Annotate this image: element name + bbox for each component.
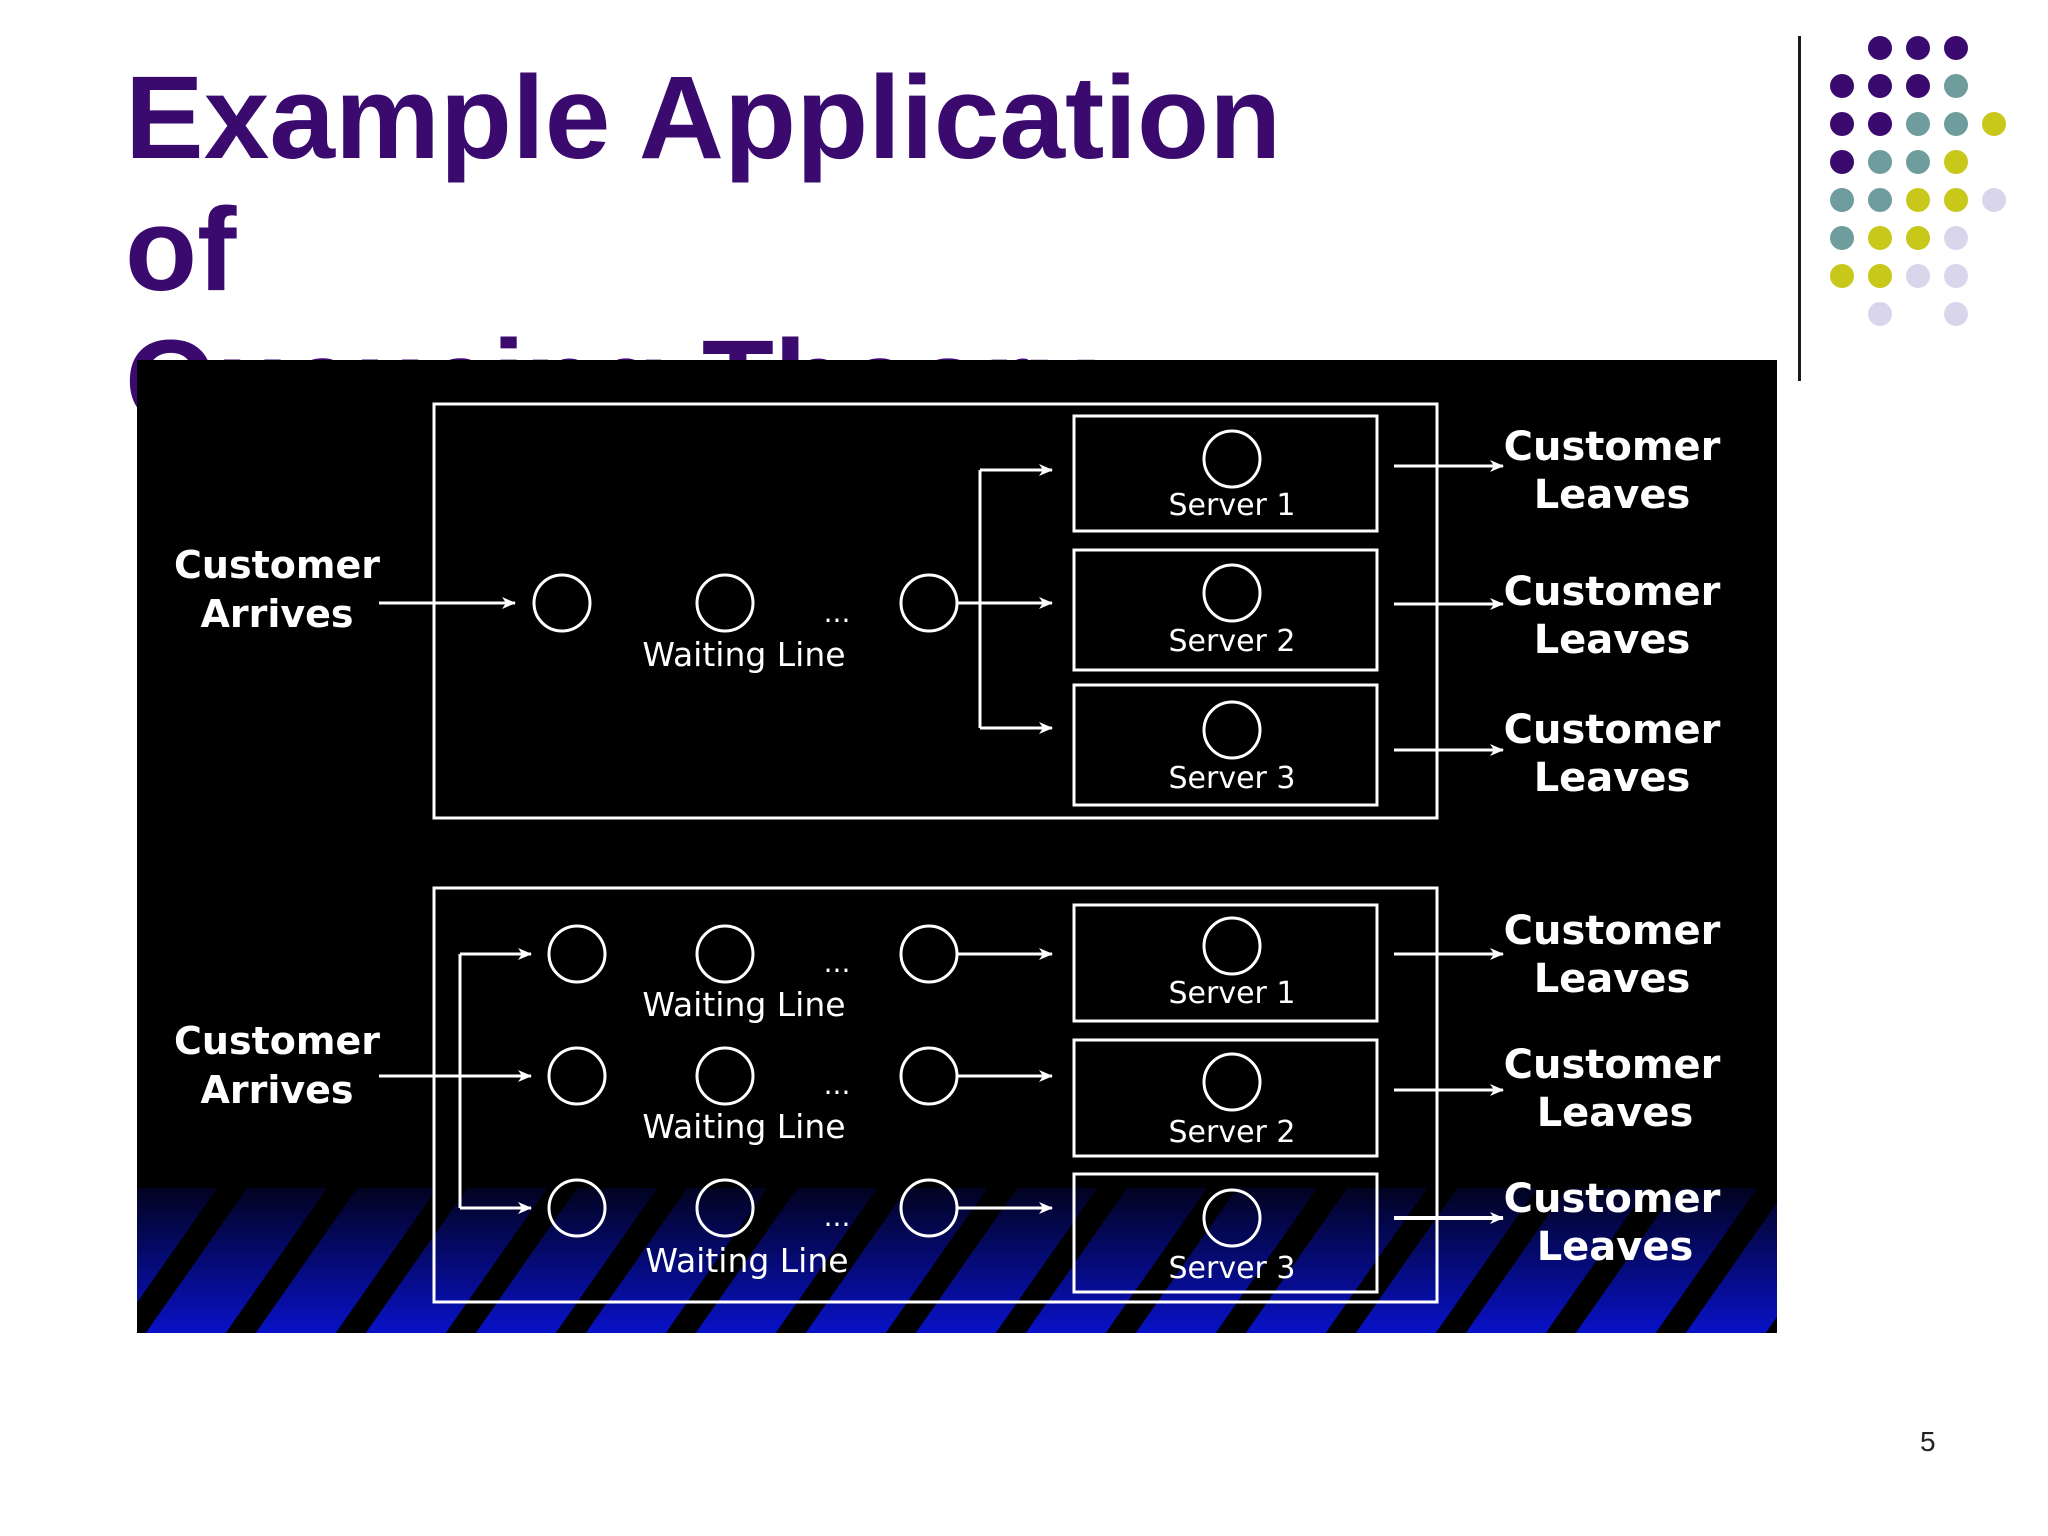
decorative-dot	[1906, 150, 1930, 174]
server-label: Server 3	[1168, 1251, 1295, 1286]
customer-circle	[547, 1178, 607, 1238]
server-circle	[1202, 429, 1262, 489]
leaves-label-line1: Customer	[1504, 1176, 1721, 1222]
server-label: Server 3	[1168, 761, 1295, 796]
server-circle	[1202, 1188, 1262, 1248]
decorative-dot	[1982, 188, 2006, 212]
waiting-line-label: Waiting Line	[642, 1107, 845, 1146]
ellipsis: ...	[824, 946, 851, 979]
server-box	[1072, 683, 1379, 807]
server-box	[1072, 414, 1379, 533]
decorative-dot	[1906, 188, 1930, 212]
decorative-dot	[1830, 112, 1854, 136]
decorative-dot	[1830, 226, 1854, 250]
server-label: Server 1	[1168, 976, 1295, 1011]
leaves-label-line1: Customer	[1504, 707, 1721, 753]
customer-circle	[695, 573, 755, 633]
server-label: Server 1	[1168, 488, 1295, 523]
leaves-label-line1: Customer	[1504, 424, 1721, 470]
customer-circle	[532, 573, 592, 633]
decorative-dot	[1944, 150, 1968, 174]
leaves-label-line2: Leaves	[1537, 1090, 1694, 1136]
decorative-dot	[1906, 74, 1930, 98]
top-waiting-line-label: Waiting Line	[642, 635, 845, 674]
decorative-dot	[1868, 264, 1892, 288]
decorative-dot	[1830, 264, 1854, 288]
server-circle	[1202, 916, 1262, 976]
arrives-top-line1: Customer	[174, 543, 380, 587]
decorative-dot	[1868, 74, 1892, 98]
decorative-dot	[1944, 264, 1968, 288]
customer-circle	[547, 924, 607, 984]
ellipsis: ...	[824, 1068, 851, 1101]
multi-queue-system-box	[432, 886, 1439, 1304]
decorative-dot	[1868, 226, 1892, 250]
leaves-label-line2: Leaves	[1534, 472, 1691, 518]
title-line-1: Example Application of	[125, 52, 1282, 316]
decorative-dot	[1982, 112, 2006, 136]
server-box	[1072, 548, 1379, 672]
server-label: Server 2	[1168, 1115, 1295, 1150]
customer-circle	[695, 1046, 755, 1106]
decorative-dot	[1944, 226, 1968, 250]
server-label: Server 2	[1168, 624, 1295, 659]
leaves-label-line1: Customer	[1504, 569, 1721, 615]
decorative-dot	[1944, 36, 1968, 60]
arrives-top-line2: Arrives	[200, 592, 353, 636]
decorative-dot	[1868, 112, 1892, 136]
decorative-dot	[1906, 36, 1930, 60]
diagram-background	[137, 360, 1777, 1333]
leaves-label-line1: Customer	[1504, 1042, 1721, 1088]
server-box	[1072, 903, 1379, 1023]
server-circle	[1202, 1052, 1262, 1112]
ellipsis: ...	[824, 596, 851, 629]
arrives-bottom-line1: Customer	[174, 1019, 380, 1063]
decorative-dot	[1830, 150, 1854, 174]
leaves-label-line2: Leaves	[1537, 1224, 1694, 1270]
single-queue-system-box	[432, 402, 1439, 820]
vertical-divider	[1798, 36, 1801, 381]
server-box	[1072, 1172, 1379, 1294]
decorative-dot	[1906, 112, 1930, 136]
customer-circle	[547, 1046, 607, 1106]
server-box	[1072, 1038, 1379, 1158]
leaves-label-line2: Leaves	[1534, 956, 1691, 1002]
decorative-dot	[1830, 74, 1854, 98]
waiting-line-label: Waiting Line	[642, 985, 845, 1024]
decorative-dot	[1944, 112, 1968, 136]
decorative-dot	[1944, 74, 1968, 98]
decorative-dot	[1906, 264, 1930, 288]
decorative-dot	[1868, 302, 1892, 326]
decorative-dot	[1944, 188, 1968, 212]
decorative-dot	[1830, 188, 1854, 212]
decorative-dot	[1906, 226, 1930, 250]
queueing-diagram: Customer Arrives ... Waiting Line Server…	[137, 360, 1777, 1333]
ellipsis: ...	[824, 1200, 851, 1233]
server-circle	[1202, 563, 1262, 623]
decorative-dot	[1868, 188, 1892, 212]
decorative-dot	[1868, 36, 1892, 60]
waiting-line-label: Waiting Line	[645, 1241, 848, 1280]
leaves-label-line2: Leaves	[1534, 755, 1691, 801]
decorative-dot	[1868, 150, 1892, 174]
customer-circle	[695, 924, 755, 984]
decorative-dot-grid	[1830, 36, 2006, 326]
arrives-bottom-line2: Arrives	[200, 1068, 353, 1112]
decorative-dot	[1944, 302, 1968, 326]
server-circle	[1202, 700, 1262, 760]
leaves-label-line1: Customer	[1504, 908, 1721, 954]
customer-circle	[695, 1178, 755, 1238]
leaves-label-line2: Leaves	[1534, 617, 1691, 663]
queueing-diagram-svg: Customer Arrives ... Waiting Line Server…	[137, 360, 1777, 1333]
page-number: 5	[1920, 1426, 1936, 1457]
